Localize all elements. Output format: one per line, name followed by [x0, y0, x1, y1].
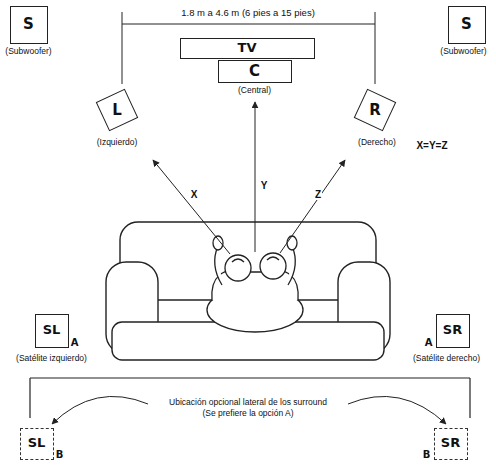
speaker-caption: A [71, 337, 79, 348]
dimension-line [122, 12, 375, 84]
couch [106, 222, 390, 360]
speaker-label: C [249, 63, 260, 80]
speaker-label: S [23, 16, 34, 33]
speaker-label: TV [238, 41, 257, 55]
speaker-label: SL [43, 323, 61, 337]
speaker-label: SL [28, 436, 46, 450]
speaker-caption: B [423, 449, 431, 460]
speaker-caption: (Satélite derecho) [413, 354, 480, 363]
equal-distance-note: X=Y=Z [415, 140, 448, 151]
subwoofer-box: S(Subwoofer) [10, 6, 48, 44]
speaker-caption: (Subwoofer) [440, 47, 486, 56]
speaker-caption: (Satélite izquierdo) [16, 354, 87, 363]
surround-speaker-box: SLA(Satélite izquierdo) [35, 314, 69, 348]
preference-note: (Se prefiere la opción A) [201, 409, 294, 418]
speaker-label: SR [441, 436, 460, 450]
right-speaker-box: R(Derecho) [359, 94, 391, 126]
sight-line [153, 102, 345, 254]
dimension-label: 1.8 m a 4.6 m (6 pies a 15 pies) [180, 8, 316, 18]
speaker-label: SR [443, 323, 462, 337]
speaker-caption: (Izquierdo) [97, 138, 138, 147]
distance-label: X [190, 189, 199, 200]
speaker-label: R [369, 102, 381, 119]
optional-placement-note: Ubicación opcional lateral de los surrou… [168, 398, 328, 407]
optional-surround-box: SLB [20, 428, 54, 460]
optional-surround-box: SRB [434, 428, 468, 460]
speaker-label: L [112, 102, 122, 119]
tv-box: TV [180, 38, 315, 59]
speaker-caption: (Derecho) [358, 138, 396, 147]
speaker-caption: B [56, 449, 64, 460]
speaker-label: S [461, 16, 472, 33]
center-speaker-box: C(Central) [218, 60, 292, 83]
speaker-caption: (Subwoofer) [5, 47, 51, 56]
left-speaker-box: L(Izquierdo) [101, 94, 133, 126]
curved-arrow [52, 396, 446, 424]
speaker-caption: (Central) [238, 86, 271, 95]
distance-label: Y [260, 180, 269, 191]
distance-label: Z [314, 189, 322, 200]
speaker-caption: A [425, 337, 433, 348]
surround-speaker-box: SRA(Satélite derecho) [436, 314, 470, 348]
subwoofer-box: S(Subwoofer) [448, 6, 486, 44]
